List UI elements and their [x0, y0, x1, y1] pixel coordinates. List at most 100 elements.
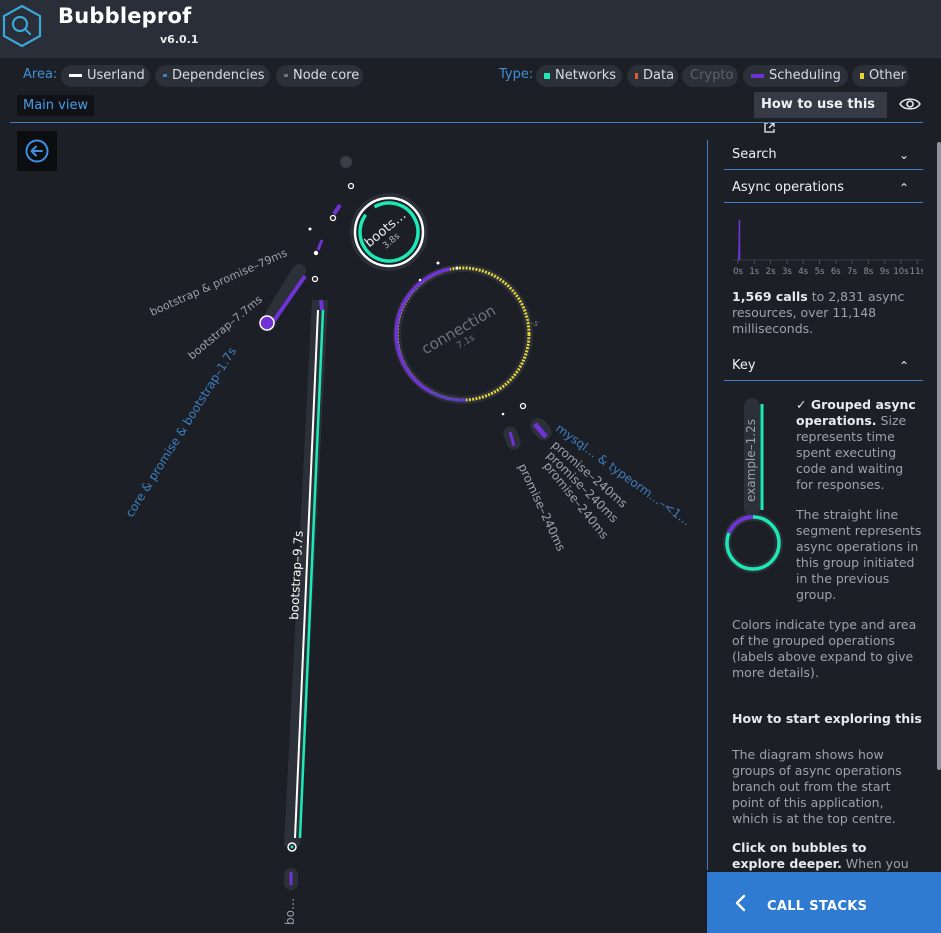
area-filter-dependencies[interactable]: Dependencies — [155, 65, 270, 87]
chart-tick-label: 4s — [798, 267, 808, 277]
small-bubble[interactable] — [259, 315, 275, 331]
explore-heading: How to start exploring this — [732, 711, 922, 726]
userland-swatch — [69, 74, 82, 77]
type-filter-scheduling-label: Scheduling — [769, 68, 841, 83]
key-line-text: The straight line segment represents asy… — [796, 507, 922, 603]
click-bubbles-text: Click on bubbles to explore deeper. When… — [732, 840, 922, 888]
search-section-toggle[interactable]: Search ⌄ — [724, 140, 923, 170]
key-grouped-heading: Grouped async operations. — [796, 397, 916, 428]
chevron-left-icon — [735, 894, 746, 912]
key-example-ring-scheduling — [727, 515, 754, 534]
bubbleprof-logo-icon — [2, 4, 42, 48]
key-line-description: The straight line segment represents asy… — [796, 507, 922, 602]
connection-node[interactable] — [401, 272, 525, 396]
small-bubble[interactable] — [308, 227, 312, 231]
header-divider — [10, 122, 923, 123]
link-line[interactable] — [332, 203, 342, 216]
search-section-label: Search — [732, 147, 777, 162]
click-bubbles-heading: Click on bubbles to explore deeper. — [732, 840, 867, 871]
key-colors-text: Colors indicate type and area of the gro… — [732, 617, 917, 680]
link-label[interactable]: core & promise & bootstrap–1.7s — [123, 345, 240, 520]
bootstrap-node[interactable] — [353, 196, 425, 268]
chart-tick-label: 1s — [749, 267, 759, 277]
link-label[interactable]: bootstrap–9.7s — [287, 530, 306, 620]
key-example-core — [731, 521, 775, 565]
app-title: Bubbleprof — [58, 4, 192, 28]
key-example-bubble: example–1.2s — [723, 398, 783, 573]
key-example-label: example–1.2s — [744, 419, 758, 502]
key-grouped-description: Size represents time spent executing cod… — [796, 413, 907, 492]
link-line[interactable] — [294, 309, 319, 839]
async-operations-section-toggle[interactable]: Async operations ⌃ — [724, 173, 923, 203]
explore-text: The diagram shows how groups of async op… — [732, 747, 902, 826]
chart-tick-label: 5s — [815, 267, 825, 277]
chart-tick-label: 9s — [880, 267, 890, 277]
connection-node-ring-scheduling-2 — [430, 390, 467, 402]
small-bubble[interactable] — [347, 182, 355, 190]
area-filter-userland-label: Userland — [87, 68, 145, 83]
bubble-diagram[interactable]: boots… 3.8s connection 7.1s …s bootstrap… — [0, 124, 707, 933]
small-bubble[interactable] — [311, 275, 319, 283]
link-label[interactable]: bo… — [283, 898, 297, 925]
small-bubble[interactable] — [436, 261, 440, 265]
type-filter-other[interactable]: Other — [852, 65, 909, 87]
key-section-toggle[interactable]: Key ⌃ — [724, 351, 923, 381]
calls-summary-text: to 2,831 async resources, over 11,148 mi… — [732, 289, 905, 336]
key-example-track — [744, 398, 760, 516]
panel-divider — [707, 140, 708, 870]
how-to-use-label: How to use this — [761, 97, 876, 112]
type-filter-data[interactable]: Data — [627, 65, 678, 87]
breadcrumb-main-view[interactable]: Main view — [17, 95, 95, 116]
type-filter-scheduling[interactable]: Scheduling — [743, 65, 848, 87]
panel-scrollbar[interactable] — [937, 142, 941, 770]
chart-tick-label: 0s — [733, 267, 743, 277]
small-bubble[interactable] — [329, 214, 337, 222]
link-line[interactable] — [316, 239, 324, 251]
small-bubble[interactable] — [287, 842, 297, 852]
link-track — [261, 264, 306, 329]
link-line[interactable] — [533, 422, 548, 439]
other-swatch — [860, 72, 864, 79]
area-filter-node-core[interactable]: Node core — [276, 65, 363, 87]
chart-tick-label: 7s — [847, 267, 857, 277]
chevron-up-icon: ⌃ — [898, 181, 909, 195]
link-label[interactable]: bootstrap & promise–79ms — [148, 246, 289, 319]
chart-tick-label: 11s — [910, 267, 923, 277]
small-bubble[interactable] — [313, 250, 319, 256]
small-bubble[interactable] — [519, 402, 527, 410]
small-bubble[interactable] — [418, 278, 422, 282]
type-filter-crypto[interactable]: Crypto — [682, 65, 738, 87]
chart-tick-label: 3s — [782, 267, 792, 277]
chart-tick-label: 2s — [766, 267, 776, 277]
area-filter-dependencies-label: Dependencies — [172, 68, 265, 83]
node-core-swatch — [284, 74, 288, 77]
call-stacks-button[interactable] — [707, 872, 941, 933]
external-link-icon — [764, 122, 775, 133]
networks-swatch — [544, 72, 550, 79]
connection-node-ring-scheduling — [394, 267, 451, 394]
key-grouped-text: ✓ Grouped async operations. Size represe… — [796, 397, 916, 492]
app-header — [0, 0, 941, 58]
link-line[interactable] — [508, 431, 516, 447]
app-version: v6.0.1 — [160, 33, 199, 46]
back-button[interactable] — [17, 131, 57, 171]
link-line — [319, 299, 324, 311]
how-to-use-button[interactable]: How to use this — [754, 92, 887, 133]
type-filter-crypto-label: Crypto — [690, 68, 734, 83]
type-filter-networks[interactable]: Networks — [536, 65, 622, 87]
type-filter-other-label: Other — [869, 68, 906, 83]
calls-count: 1,569 calls — [732, 289, 808, 304]
area-filter-node-core-label: Node core — [293, 68, 360, 83]
chevron-down-icon: ⌄ — [898, 148, 909, 162]
chart-tick-label: 10s — [893, 267, 909, 277]
link-line — [298, 309, 325, 839]
area-filter-userland[interactable]: Userland — [61, 65, 150, 87]
small-bubble[interactable] — [501, 412, 505, 416]
eye-icon[interactable] — [899, 96, 921, 112]
link-line[interactable] — [271, 274, 307, 324]
chevron-up-icon: ⌃ — [898, 359, 909, 373]
dependencies-swatch — [163, 74, 167, 77]
small-bubble[interactable] — [340, 156, 352, 168]
small-bubble[interactable] — [455, 266, 459, 270]
